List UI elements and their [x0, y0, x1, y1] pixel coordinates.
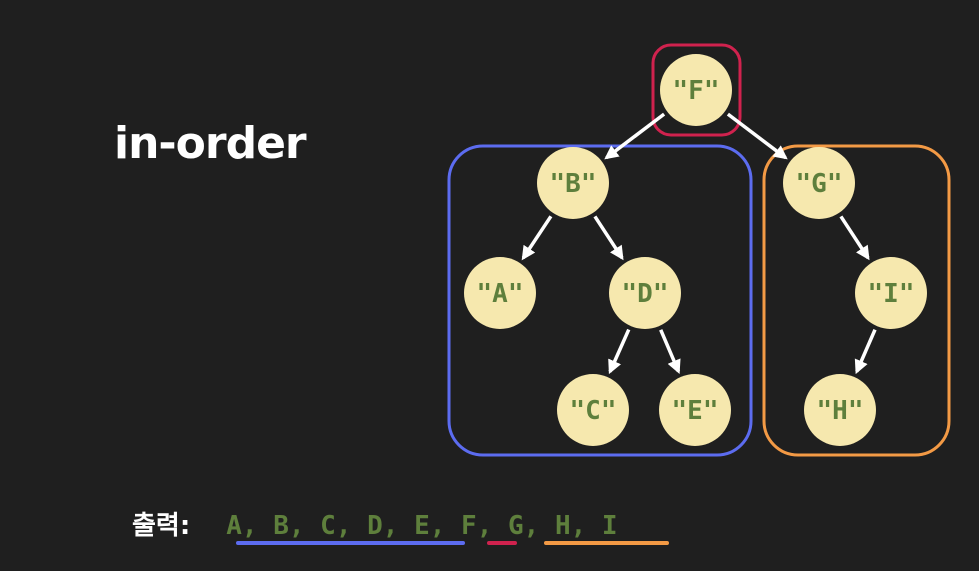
node-label: "A"	[477, 279, 524, 309]
edge-b-a	[521, 215, 553, 261]
edge-d-c	[608, 328, 631, 375]
edge-f-g	[726, 112, 788, 160]
node-b: "B"	[537, 147, 609, 219]
node-f: "F"	[660, 54, 732, 126]
node-circle	[557, 374, 629, 446]
node-circle	[537, 147, 609, 219]
edge-b-d	[593, 215, 624, 261]
node-label: "C"	[570, 396, 617, 426]
node-circle	[783, 147, 855, 219]
node-circle	[464, 257, 536, 329]
node-h: "H"	[804, 374, 876, 446]
left-subtree-box	[447, 144, 753, 457]
node-c: "C"	[557, 374, 629, 446]
edge-f-b	[604, 112, 666, 160]
node-label: "H"	[817, 396, 864, 426]
node-circle	[855, 257, 927, 329]
node-label: "D"	[622, 279, 669, 309]
output-line: 출력: A, B, C, D, E, F, G, H, I	[132, 505, 618, 542]
edge-g-i	[839, 215, 870, 261]
node-d: "D"	[609, 257, 681, 329]
node-label: "G"	[796, 169, 843, 199]
node-i: "I"	[855, 257, 927, 329]
output-label: 출력:	[132, 511, 191, 541]
output-sequence: A, B, C, D, E, F, G, H, I	[226, 511, 618, 541]
page-title: in-order	[114, 118, 307, 169]
node-g: "G"	[783, 147, 855, 219]
node-circle	[660, 54, 732, 126]
node-circle	[659, 374, 731, 446]
node-label: "F"	[673, 76, 720, 106]
left-subtree-underline	[236, 541, 465, 545]
right-subtree-box	[762, 144, 951, 457]
root-underline	[487, 541, 517, 545]
edge-i-h	[854, 328, 877, 375]
edge-d-e	[659, 329, 681, 374]
node-label: "E"	[672, 396, 719, 426]
node-label: "I"	[868, 279, 915, 309]
node-circle	[609, 257, 681, 329]
right-subtree-underline	[544, 541, 669, 545]
node-a: "A"	[464, 257, 536, 329]
node-circle	[804, 374, 876, 446]
root-subtree-box	[651, 43, 742, 137]
node-label: "B"	[550, 169, 597, 199]
node-e: "E"	[659, 374, 731, 446]
